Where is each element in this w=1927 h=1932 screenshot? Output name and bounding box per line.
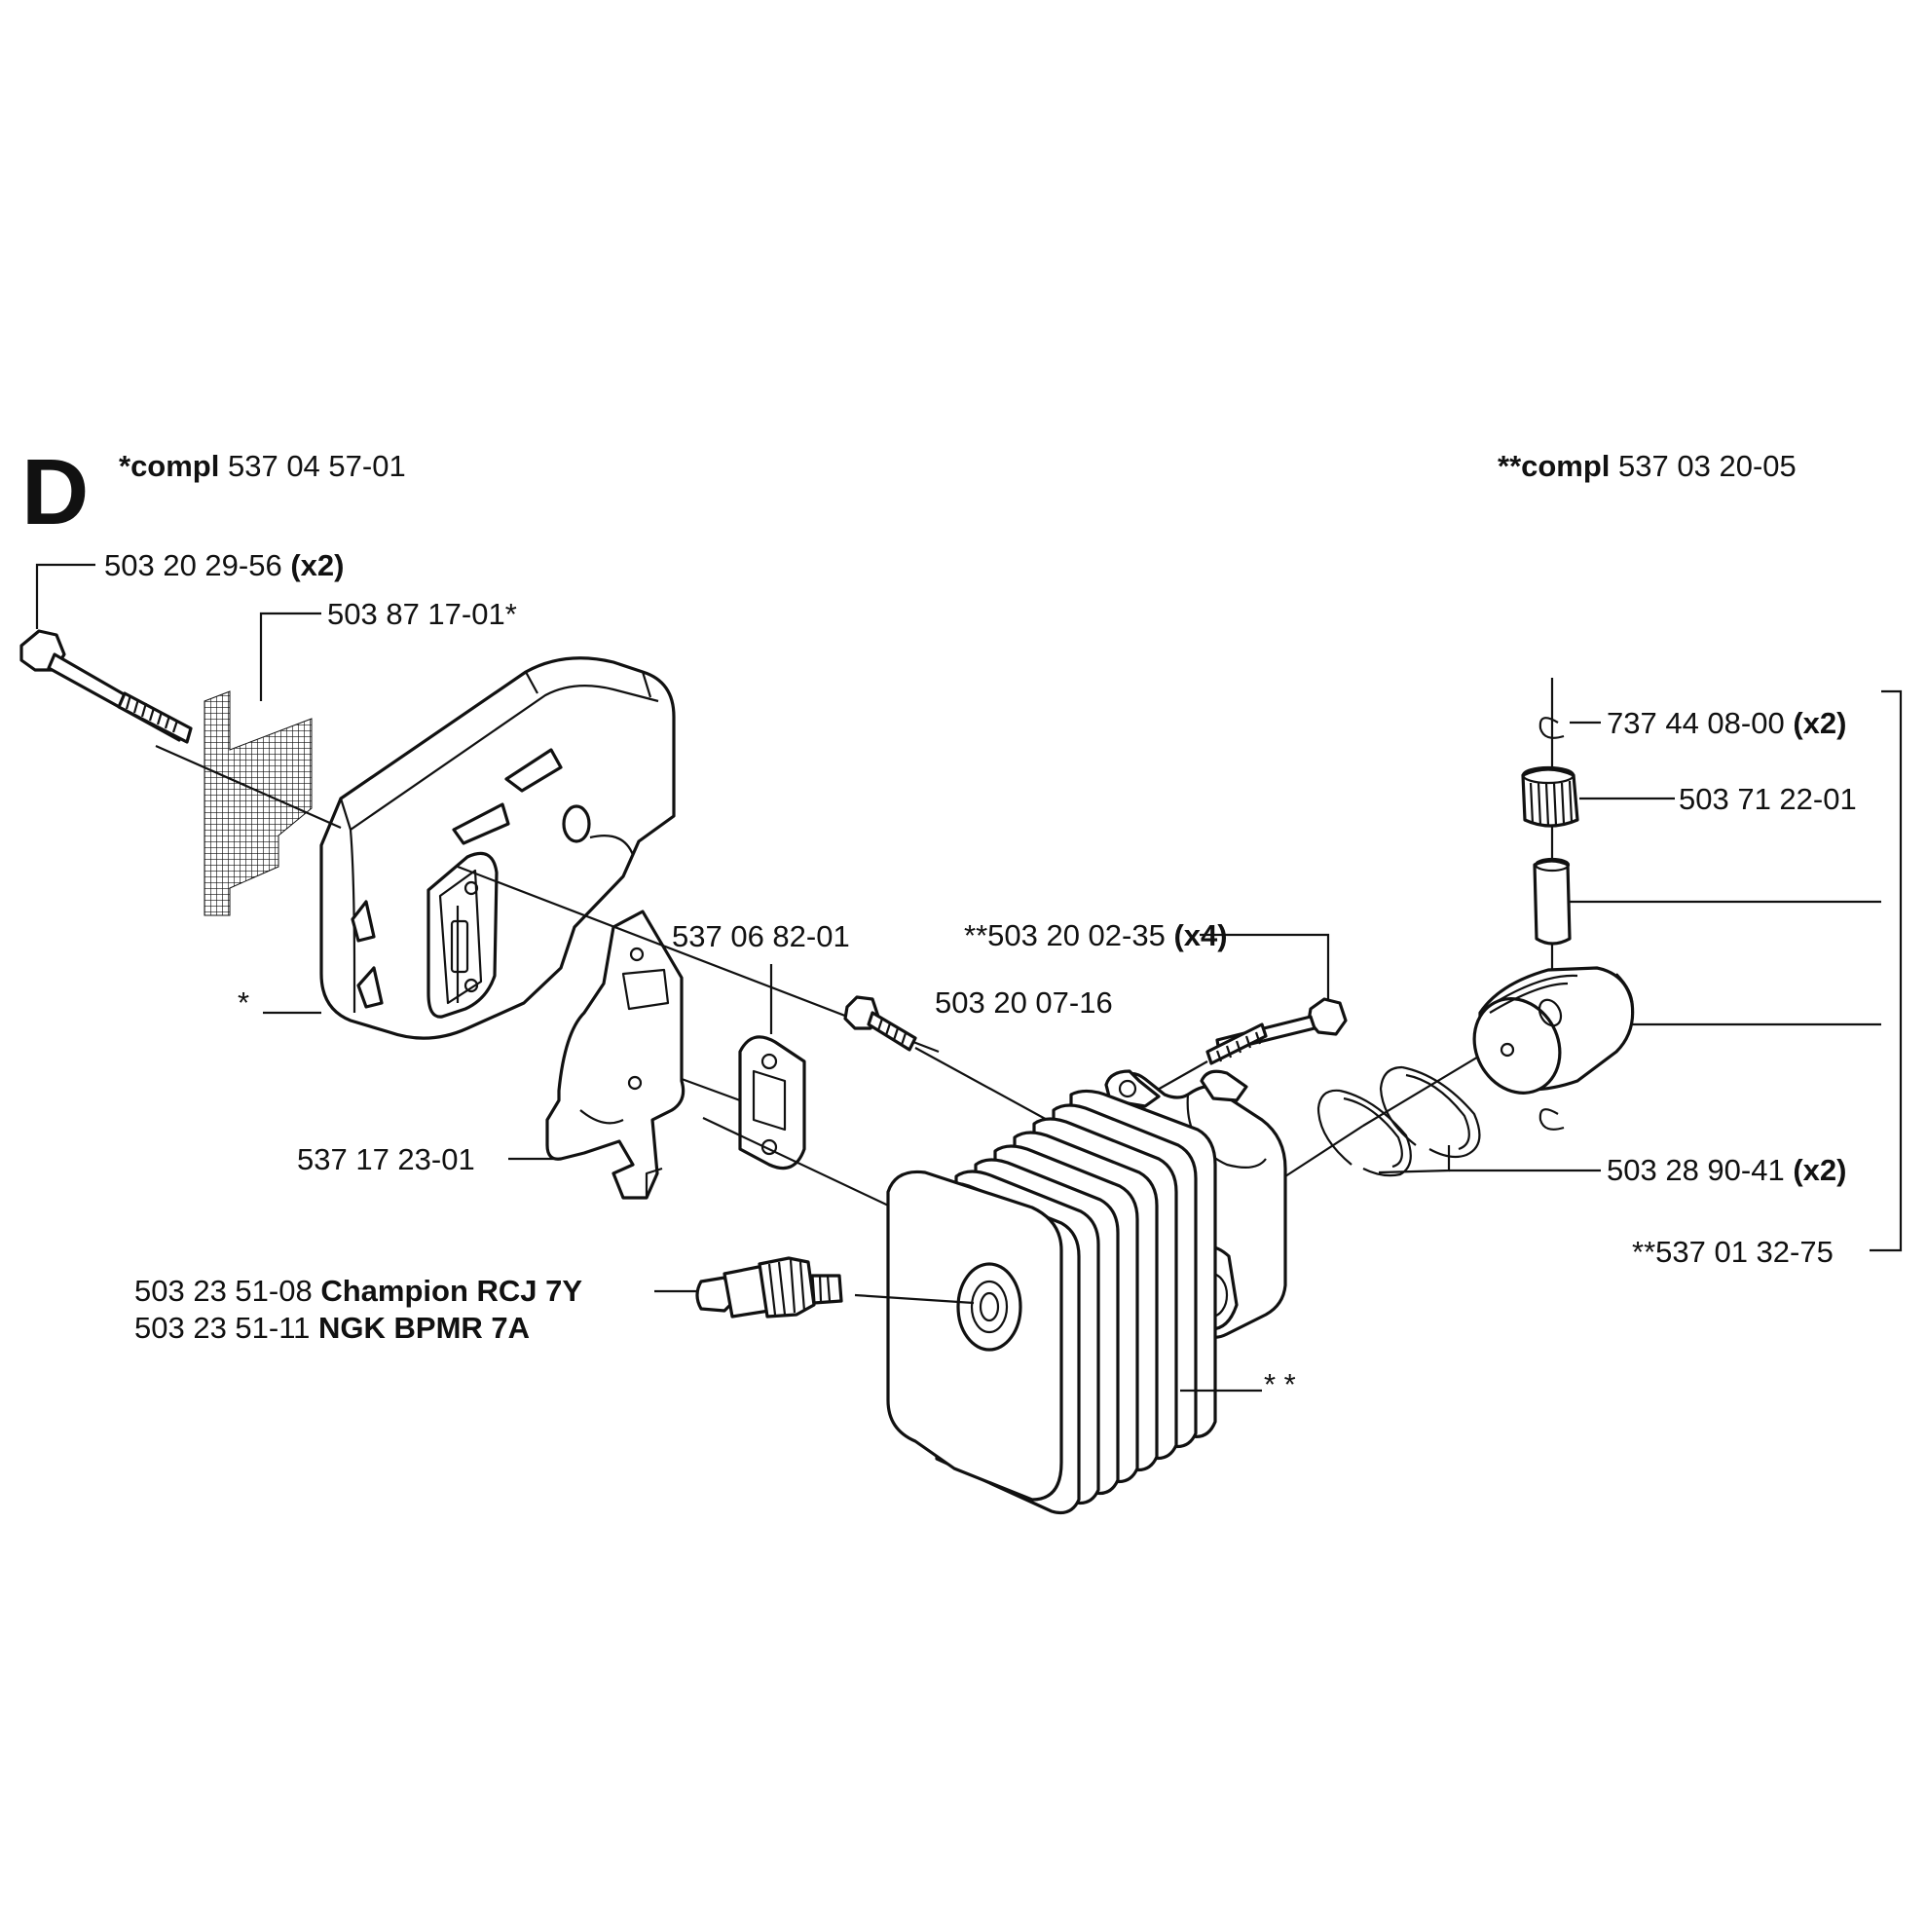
circlip-bottom-drawing: [1538, 1108, 1565, 1131]
piston-kit-label: **537 01 32-75: [1632, 1235, 1834, 1269]
piston-kit-bracket: [1870, 689, 1903, 1252]
piston-rings-drawing: [1316, 1065, 1481, 1177]
muffler-bolt-leader: [35, 563, 95, 629]
cylinder-bolt-leader: [1200, 933, 1330, 999]
gasket-drawing: [738, 1035, 806, 1170]
muffler-marker: *: [238, 985, 249, 1020]
piston-drawing: [1472, 966, 1635, 1095]
muffler-kit-label: *compl 537 04 57-01: [119, 449, 406, 483]
section-letter: D: [21, 440, 89, 544]
small-screw-drawing: [843, 995, 917, 1052]
cylinder-drawing: [886, 1069, 1287, 1515]
small-screw-line: [914, 1047, 1062, 1129]
spark-screen-label: 503 87 17-01*: [327, 597, 517, 631]
needle-bearing-drawing: [1521, 765, 1579, 828]
spark-plug-ngk-label: 503 23 51-11 NGK BPMR 7A: [134, 1311, 530, 1345]
gasket-label: 537 06 82-01: [672, 919, 850, 953]
cylinder-kit-label: **compl 537 03 20-05: [1498, 449, 1797, 483]
muffler-bolt-label: 503 20 29-56 (x2): [104, 548, 344, 582]
needle-bearing-label: 503 71 22-01: [1679, 782, 1857, 816]
rings-join-line: [1378, 1145, 1451, 1174]
spark-screen-drawing: [204, 690, 313, 916]
piston-rings-label: 503 28 90-41 (x2): [1607, 1153, 1846, 1187]
spark-plug-champion-label: 503 23 51-08 Champion RCJ 7Y: [134, 1274, 582, 1308]
heat-shield-drawing: [545, 910, 686, 1200]
muffler-drawing: [319, 656, 676, 1040]
small-screw-label: 503 20 07-16: [935, 985, 1113, 1020]
spark-plug-line: [854, 1293, 975, 1305]
spark-screen-leader: [259, 612, 321, 701]
cylinder-bolt-drawing: [1205, 997, 1348, 1065]
exhaust-alignment-lines: [155, 744, 955, 1238]
spark-plug-drawing: [695, 1256, 843, 1319]
cylinder-bolts-label: **503 20 02-35 (x4): [964, 918, 1228, 952]
muffler-bolt-drawing: [19, 629, 193, 744]
circlip-label: 737 44 08-00 (x2): [1607, 706, 1846, 740]
piston-pin-drawing: [1533, 857, 1572, 946]
circlip-top-drawing: [1538, 717, 1565, 739]
heat-shield-label: 537 17 23-01: [297, 1142, 475, 1176]
cylinder-marker: * *: [1264, 1367, 1296, 1401]
